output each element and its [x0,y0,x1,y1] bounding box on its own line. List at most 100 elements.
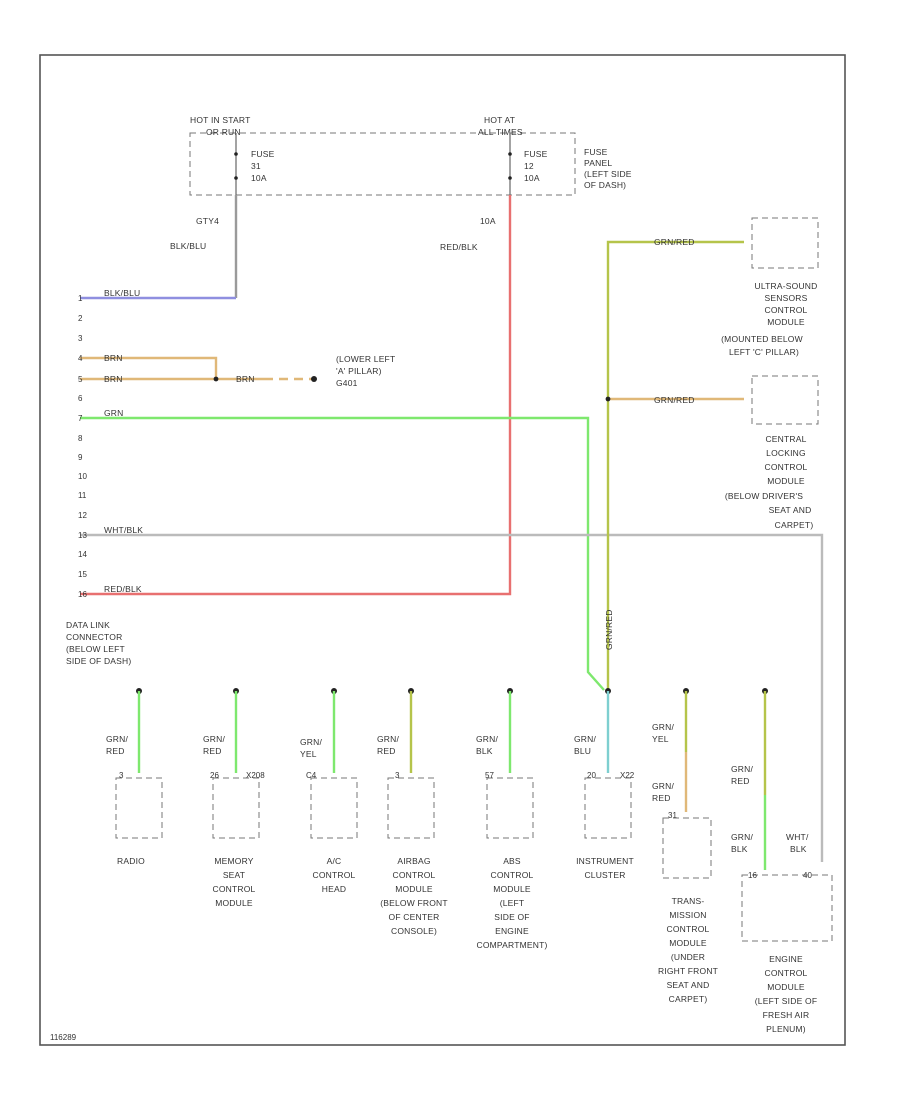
svg-text:CLUSTER: CLUSTER [584,870,625,880]
abs-box [486,777,534,839]
fuse-panel-line-1: FUSE [584,147,608,157]
svg-text:ENGINE: ENGINE [495,926,529,936]
wire-pin13-label: WHT/BLK [104,525,143,535]
svg-text:RED: RED [652,793,671,803]
ecm-label: ENGINE CONTROL MODULE (LEFT SIDE OF FRES… [755,954,817,1034]
svg-text:3: 3 [119,771,124,780]
wire-pin7-label: GRN [104,408,124,418]
svg-text:CARPET): CARPET) [775,520,814,530]
dlc-pin-5: 5 [78,375,83,384]
svg-text:GRN/: GRN/ [652,781,674,791]
svg-text:LOCKING: LOCKING [766,448,806,458]
central-locking-module-box [751,375,819,425]
right-hot-line-1: HOT AT [484,115,515,125]
wire-pin16-label: RED/BLK [104,584,142,594]
wire-right-feed-code: 10A [480,216,496,226]
ac-head-box [310,777,358,839]
svg-text:BLK: BLK [476,746,493,756]
svg-text:CONTROL: CONTROL [765,462,808,472]
dlc-pin-6: 6 [78,394,83,403]
fuse-panel-line-2: PANEL [584,158,612,168]
svg-text:MODULE: MODULE [395,884,433,894]
dlc-pin-16: 16 [78,590,87,599]
svg-text:SEAT: SEAT [223,870,245,880]
svg-text:(UNDER: (UNDER [671,952,705,962]
fuse-12-line-1: FUSE [524,149,548,159]
svg-text:GRN/: GRN/ [203,734,225,744]
fuse-12-line-3: 10A [524,173,540,183]
svg-text:(BELOW DRIVER'S: (BELOW DRIVER'S [725,491,803,501]
svg-text:57: 57 [485,771,494,780]
wire-left-feed-color: BLK/BLU [170,241,206,251]
dlc-pin-2: 2 [78,314,83,323]
dlc-pin-8: 8 [78,434,83,443]
wire-pin4-label: BRN [104,353,123,363]
fuse-panel-outline [189,132,576,196]
svg-text:OF CENTER: OF CENTER [389,912,440,922]
svg-text:(MOUNTED BELOW: (MOUNTED BELOW [721,334,803,344]
dlc-pin-12: 12 [78,511,87,520]
tcm-label: TRANS- MISSION CONTROL MODULE (UNDER RIG… [658,896,718,1004]
dlc-pin-14: 14 [78,550,87,559]
dlc-pin-7: 7 [78,414,83,423]
svg-text:RADIO: RADIO [117,856,145,866]
svg-text:ULTRA-SOUND: ULTRA-SOUND [755,281,818,291]
svg-text:CONTROL: CONTROL [765,305,808,315]
wire-trunk-mid-label: GRN/RED [654,395,695,405]
svg-text:GRN/: GRN/ [731,832,753,842]
dlc-pin-10: 10 [78,472,87,481]
wire-ground-label: BRN [236,374,255,384]
fuse-12-node-top [508,152,512,156]
fuse-31-node-bottom [234,176,238,180]
bottom-splice-nodes [136,688,768,694]
tcm-box [662,817,712,879]
svg-text:MODULE: MODULE [493,884,531,894]
svg-text:CONTROL: CONTROL [213,884,256,894]
svg-text:GRN/: GRN/ [731,764,753,774]
svg-text:TRANS-: TRANS- [672,896,705,906]
fuse-12-line-2: 12 [524,161,534,171]
dlc-pin-3: 3 [78,334,83,343]
airbag-label: AIRBAG CONTROL MODULE (BELOW FRONT OF CE… [380,856,448,936]
ac-head-wire-label: GRN/ YEL [300,737,322,759]
tcm-wire-label: GRN/ YEL GRN/ RED [652,722,674,803]
svg-text:MEMORY: MEMORY [214,856,253,866]
wire-right-feed [80,195,512,596]
left-hot-line-1: HOT IN START [190,115,251,125]
ground-line-2: 'A' PILLAR) [336,366,382,376]
wire-pin7 [80,416,605,691]
svg-text:DATA LINK: DATA LINK [66,620,110,630]
svg-text:MODULE: MODULE [767,317,805,327]
svg-text:SIDE OF DASH): SIDE OF DASH) [66,656,131,666]
cluster-label: INSTRUMENT CLUSTER [576,856,634,880]
ultrasound-module-box [751,217,819,269]
svg-text:PLENUM): PLENUM) [766,1024,806,1034]
svg-text:AIRBAG: AIRBAG [397,856,430,866]
svg-text:(LEFT: (LEFT [500,898,525,908]
svg-text:INSTRUMENT: INSTRUMENT [576,856,634,866]
fuse-31-line-1: FUSE [251,149,275,159]
svg-text:MODULE: MODULE [669,938,707,948]
radio-box [115,777,163,839]
airbag-box [387,777,435,839]
svg-text:SEAT AND: SEAT AND [667,980,710,990]
wire-pin1-label: BLK/BLU [104,288,140,298]
svg-text:ABS: ABS [503,856,521,866]
svg-text:(LEFT SIDE OF: (LEFT SIDE OF [755,996,817,1006]
fuse-31-line-3: 10A [251,173,267,183]
svg-text:(BELOW FRONT: (BELOW FRONT [380,898,448,908]
trunk-splice-node [605,396,611,402]
svg-text:CONNECTOR: CONNECTOR [66,632,122,642]
svg-text:MODULE: MODULE [767,476,805,486]
svg-text:GRN/: GRN/ [300,737,322,747]
svg-text:A/C: A/C [327,856,342,866]
svg-text:CONTROL: CONTROL [765,968,808,978]
svg-text:GRN/: GRN/ [652,722,674,732]
svg-text:GRN/: GRN/ [106,734,128,744]
svg-text:CONTROL: CONTROL [667,924,710,934]
svg-text:HEAD: HEAD [322,884,346,894]
fuse-12-node-bottom [508,176,512,180]
svg-text:FRESH AIR: FRESH AIR [763,1010,810,1020]
svg-text:SEAT AND: SEAT AND [769,505,812,515]
svg-text:LEFT 'C' PILLAR): LEFT 'C' PILLAR) [729,347,799,357]
